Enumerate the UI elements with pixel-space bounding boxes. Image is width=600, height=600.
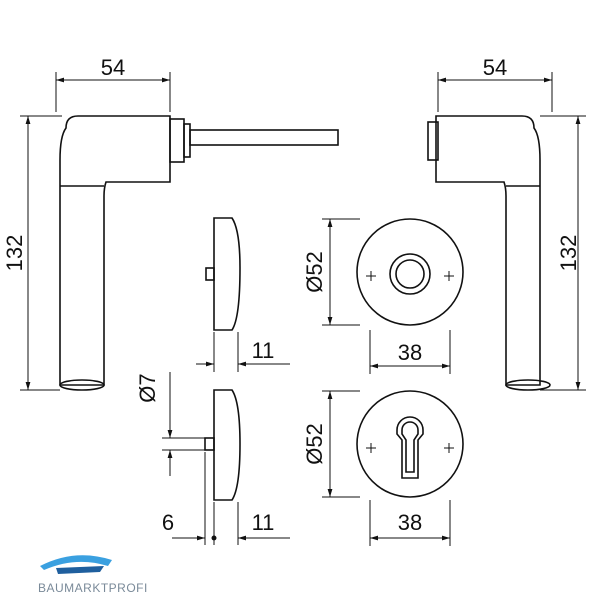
right-height-label: 132 <box>556 235 581 272</box>
bottom-rose-diameter-label: Ø52 <box>302 423 327 465</box>
right-lever-handle <box>427 115 551 391</box>
left-lever-handle <box>59 115 339 391</box>
right-width-label: 54 <box>483 55 507 80</box>
spindle-length-label: 6 <box>162 510 174 535</box>
right-height-dimension: 132 <box>540 115 586 391</box>
left-width-label: 54 <box>101 55 125 80</box>
right-width-dimension: 54 <box>437 55 553 112</box>
top-rose-side-view: 11 <box>196 217 290 372</box>
spindle-diameter-dimension: Ø7 <box>135 372 205 476</box>
left-height-dimension: 132 <box>2 115 62 391</box>
left-width-dimension: 54 <box>55 55 171 112</box>
top-rose-width-label: 38 <box>398 340 422 365</box>
baumarktprofi-logo: BAUMARKTPROFI <box>38 555 148 595</box>
logo-text: BAUMARKTPROFI <box>38 581 148 595</box>
spindle-diameter-label: Ø7 <box>135 373 160 402</box>
bottom-rose-side-view: 6 11 <box>162 389 290 545</box>
top-rose-diameter-label: Ø52 <box>302 251 327 293</box>
logo-swoosh-icon <box>40 555 112 570</box>
bottom-rose-width-label: 38 <box>398 510 422 535</box>
left-height-label: 132 <box>2 235 27 272</box>
bottom-rose-front-view: Ø52 38 <box>302 390 464 546</box>
bottom-rose-thickness-label: 11 <box>252 510 275 535</box>
top-rose-thickness-label: 11 <box>252 338 275 363</box>
top-rose-front-view: Ø52 38 <box>302 218 464 374</box>
